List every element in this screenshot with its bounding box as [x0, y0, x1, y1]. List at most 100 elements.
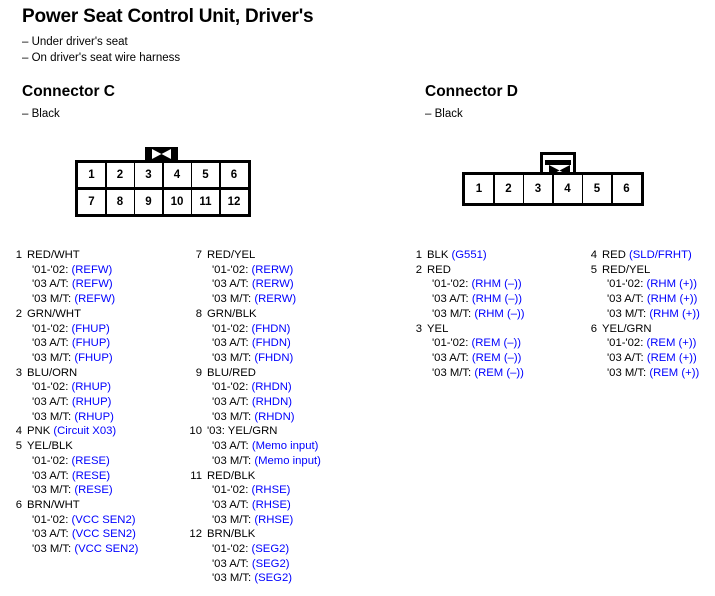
model-year-label: '03 A/T: — [32, 337, 72, 350]
pin-number: 2 — [15, 307, 22, 320]
pin-cell[interactable]: 3 — [135, 163, 162, 187]
pin-cell[interactable]: 10 — [163, 190, 191, 214]
pin-variant-row: '03 A/T: (RERW) — [212, 277, 388, 292]
circuit-name: (RHM (–)) — [474, 307, 525, 320]
circuit-name: (FHDN) — [251, 322, 291, 335]
pin-entry-header: 10'03: YEL/GRN — [188, 424, 388, 439]
circuit-name: (RHDN) — [254, 410, 295, 423]
pin-variant-row: '01-'02: (RHM (+)) — [607, 277, 715, 292]
circuit-name: (REM (+)) — [646, 351, 697, 364]
pin-variant-row: '03 M/T: (RHSE) — [212, 513, 388, 528]
pin-variant-list: '01-'02: (RHUP)'03 A/T: (RHUP)'03 M/T: (… — [8, 380, 188, 424]
model-year-label: '01-'02: — [212, 381, 252, 394]
pin-entry-header: 3 BLU/ORN — [8, 366, 188, 381]
model-year-label: '03 A/T: — [432, 351, 472, 364]
wire-color-label: RED/WHT — [27, 249, 80, 261]
model-year-label: '01-'02: — [32, 454, 72, 467]
pin-cell[interactable]: 1 — [78, 163, 105, 187]
pin-cell[interactable]: 12 — [220, 190, 248, 214]
pin-cell[interactable]: 2 — [106, 163, 134, 187]
circuit-name: (SEG2) — [254, 572, 293, 585]
pin-variant-list: '01-'02: (REM (+))'03 A/T: (REM (+))'03 … — [583, 336, 715, 380]
pin-number: 3 — [415, 322, 422, 335]
pin-cell[interactable]: 6 — [220, 163, 248, 187]
pin-number: 1 — [15, 249, 22, 261]
circuit-name: (RERW) — [251, 263, 294, 276]
pin-variant-row: '03 A/T: (RHM (+)) — [607, 292, 715, 307]
circuit-name: (RESE) — [71, 454, 110, 467]
pin-cell[interactable]: 4 — [553, 175, 582, 203]
bowtie-latch-icon — [152, 149, 171, 159]
pin-variant-list: '01-'02: (RERW)'03 A/T: (RERW)'03 M/T: (… — [188, 263, 388, 307]
pin-cell[interactable]: 6 — [612, 175, 641, 203]
pin-variant-row: '01-'02: (SEG2) — [212, 542, 388, 557]
pin-number: 3 — [15, 366, 22, 379]
circuit-name: (FHUP) — [74, 351, 113, 364]
pin-cell[interactable]: 9 — [135, 190, 162, 214]
circuit-name: (RHM (+)) — [646, 293, 698, 306]
circuit-name: (RHSE) — [251, 484, 291, 497]
pin-variant-row: '03 A/T: (VCC SEN2) — [32, 527, 188, 542]
connector-c-pin-grid: 1 2 3 4 5 6 7 8 9 10 11 12 — [75, 160, 251, 217]
pin-variant-row: '03 M/T: (RHM (+)) — [607, 307, 715, 322]
pin-cell[interactable]: 4 — [163, 163, 191, 187]
pin-number: 8 — [195, 307, 202, 320]
circuit-name: (REM (–)) — [471, 351, 522, 364]
model-year-label: '01-'02: — [32, 263, 72, 276]
circuit-name: (RHSE) — [251, 498, 291, 511]
circuit-name: (VCC SEN2) — [71, 513, 136, 526]
wire-color-label: RED/YEL — [602, 263, 651, 276]
pin-variant-list: '03 A/T: (Memo input)'03 M/T: (Memo inpu… — [188, 439, 388, 468]
wire-color-label: BLU/ORN — [27, 366, 78, 379]
pin-variant-list: '01-'02: (VCC SEN2)'03 A/T: (VCC SEN2)'0… — [8, 513, 188, 557]
page-title: Power Seat Control Unit, Driver's — [22, 6, 314, 27]
pin-number: 9 — [195, 366, 202, 379]
pin-cell[interactable]: 8 — [106, 190, 134, 214]
pin-cell[interactable]: 2 — [494, 175, 523, 203]
connector-c-row-bottom: 7 8 9 10 11 12 — [78, 187, 248, 214]
pin-cell[interactable]: 5 — [583, 175, 611, 203]
header-note-harness: – On driver's seat wire harness — [22, 52, 181, 64]
pin-cell[interactable]: 1 — [465, 175, 493, 203]
pin-variant-row: '03 M/T: (RHDN) — [212, 410, 388, 425]
wire-color-label: YEL/GRN — [602, 322, 652, 335]
circuit-name: (G551) — [448, 249, 487, 261]
circuit-name: (RHSE) — [254, 513, 294, 526]
pin-variant-row: '01-'02: (RESE) — [32, 454, 188, 469]
wire-color-label: RED — [602, 249, 626, 261]
connector-c-heading: Connector C — [22, 83, 115, 100]
pin-variant-row: '03 M/T: (RESE) — [32, 483, 188, 498]
model-year-label: '03 A/T: — [607, 293, 647, 306]
pin-cell[interactable]: 11 — [192, 190, 219, 214]
pin-variant-row: '01-'02: (VCC SEN2) — [32, 513, 188, 528]
pin-variant-row: '01-'02: (REM (+)) — [607, 336, 715, 351]
pin-variant-list: '01-'02: (FHUP)'03 A/T: (FHUP)'03 M/T: (… — [8, 322, 188, 366]
pin-number: 7 — [195, 249, 202, 261]
connector-c-color-note: – Black — [22, 108, 60, 120]
circuit-name: (RHM (–)) — [471, 293, 523, 306]
pin-variant-row: '01-'02: (FHUP) — [32, 322, 188, 337]
pin-cell[interactable]: 3 — [524, 175, 552, 203]
pin-cell[interactable]: 5 — [192, 163, 219, 187]
circuit-name: (FHDN) — [251, 337, 291, 350]
model-year-label: '03 A/T: — [32, 469, 72, 482]
model-year-label: '03 M/T: — [432, 307, 475, 320]
pin-variant-row: '03 A/T: (RHDN) — [212, 395, 388, 410]
pin-cell[interactable]: 7 — [78, 190, 105, 214]
pin-variant-row: '01-'02: (RHDN) — [212, 380, 388, 395]
circuit-name: (Memo input) — [251, 440, 319, 453]
